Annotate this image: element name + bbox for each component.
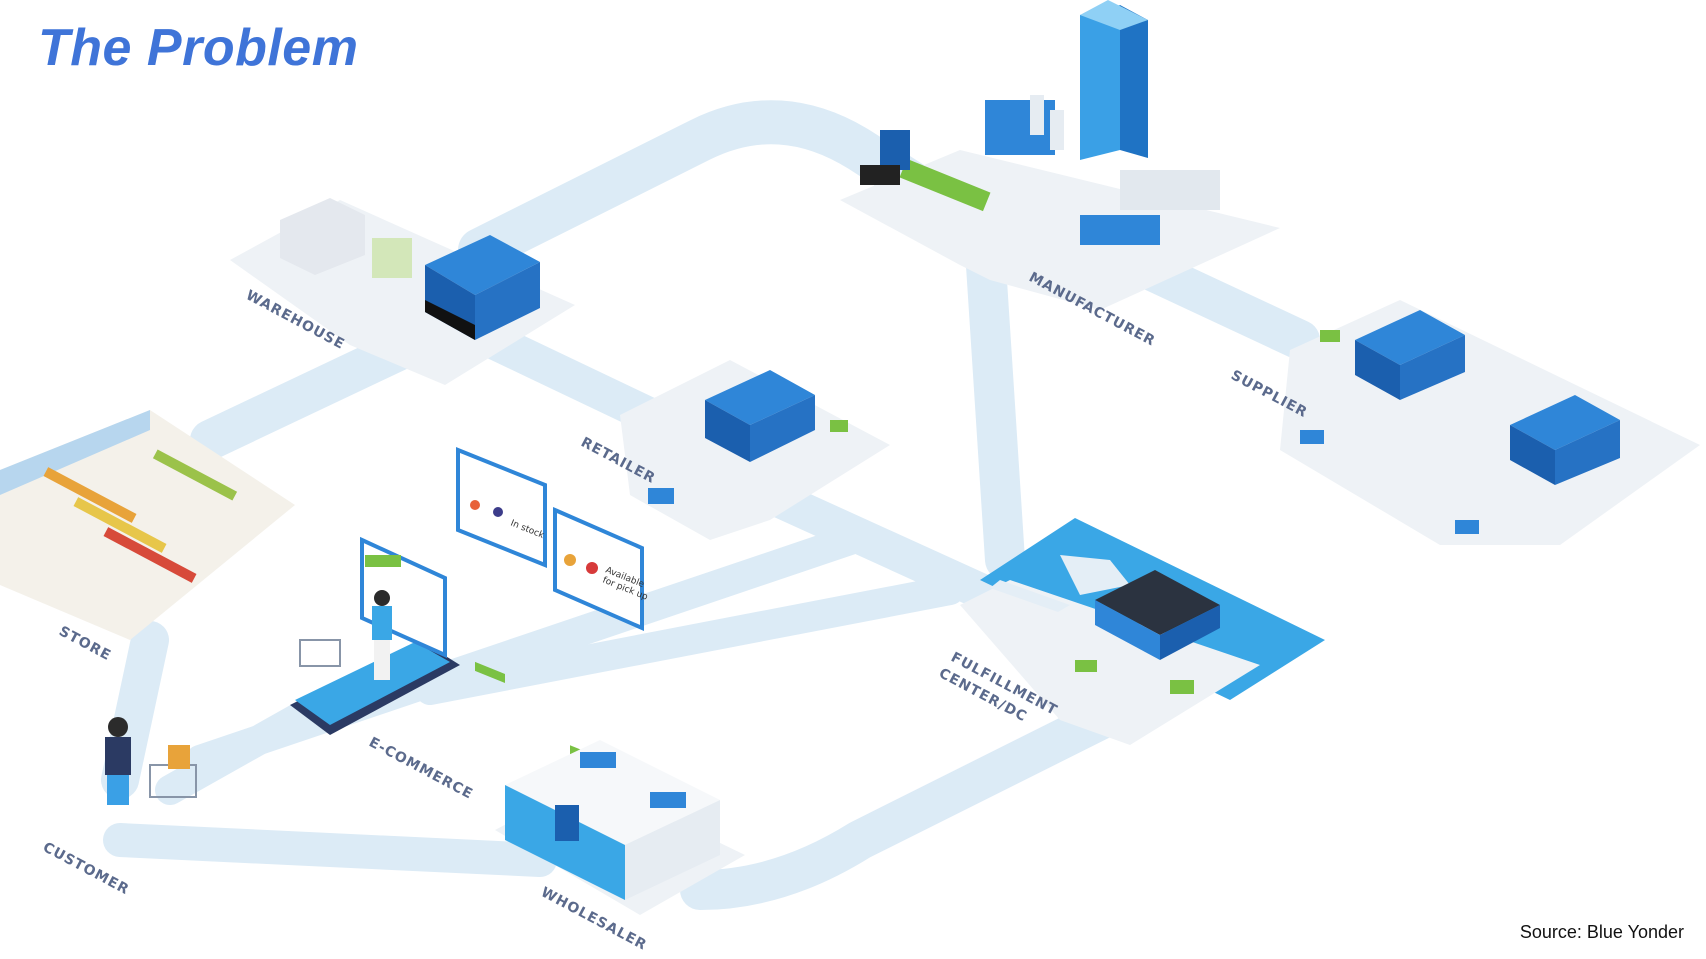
pickup-panel [553, 506, 644, 632]
path-warehouse-manufacturer [458, 100, 1022, 272]
warehouse-building-roof [425, 235, 540, 295]
path-ecommerce-fulfillment [415, 575, 965, 705]
manufacturer-chimney-2 [1050, 110, 1064, 150]
manufacturer-factory [985, 100, 1055, 155]
in-stock-item-icon-1 [470, 500, 480, 510]
supplier-building-1-roof [1355, 310, 1465, 365]
path-wholesaler-fulfillment [680, 690, 1140, 910]
supplier-building-2-front [1555, 420, 1620, 485]
wholesaler-roof-unit-2 [650, 792, 686, 808]
store-label: STORE [56, 623, 114, 664]
warehouse-crates [372, 238, 412, 278]
fulfillment-truck-1 [1170, 680, 1194, 694]
ecommerce-display-header [365, 555, 401, 567]
customer-body [105, 737, 131, 775]
in-stock-header [475, 661, 505, 684]
supplier-truck-2 [1455, 520, 1479, 534]
source-note: Source: Blue Yonder [1519, 922, 1684, 942]
store-shelf-2 [73, 497, 167, 553]
ecommerce-shopper-legs [374, 640, 390, 680]
fulfillment-warehouse-side [1160, 605, 1220, 660]
ecommerce-phone-screen [295, 642, 450, 725]
manufacturer-machine [860, 165, 900, 185]
manufacturer-tower-front [1080, 5, 1120, 160]
ecommerce-shopper-body [372, 606, 392, 640]
wholesaler-building-side [625, 800, 720, 900]
wholesaler-roof-unit-1 [580, 752, 616, 768]
path-manufacturer-supplier [1130, 250, 1320, 360]
path-manufacturer-fulfillment [965, 230, 1025, 580]
customer-cart-items [168, 745, 190, 769]
retailer-truck-2 [830, 420, 848, 432]
store-shelf-1 [43, 467, 137, 523]
path-warehouse-store [190, 330, 420, 460]
supplier-platform [1280, 300, 1700, 545]
fulfillment-plane [990, 580, 1070, 612]
store-wall-back [0, 410, 150, 495]
ecommerce-node: E-COMMERCE [290, 536, 476, 803]
wholesaler-building-roof [505, 740, 720, 845]
ecommerce-cart [299, 639, 341, 667]
fulfillment-platform [960, 580, 1260, 745]
warehouse-small-building [280, 198, 365, 275]
retailer-building-front [750, 395, 815, 462]
manufacturer-chimney-1 [1030, 95, 1044, 135]
manufacturer-line [1120, 170, 1220, 210]
ecommerce-shopper-head [374, 590, 390, 606]
manufacturer-conveyor [899, 158, 991, 212]
wholesaler-node: WHOLESALER [495, 740, 745, 954]
fulfillment-warehouse-roof [1095, 570, 1220, 635]
fulfillment-warehouse-front [1095, 600, 1160, 660]
fulfillment-truck-2 [1075, 660, 1097, 672]
customer-skirt [107, 775, 129, 805]
wholesaler-sign [555, 805, 579, 841]
supplier-truck-3 [1320, 330, 1340, 342]
manufacturer-tower-side [1120, 5, 1148, 158]
manufacturer-tower-top [1080, 0, 1148, 30]
fulfillment-ship [1060, 555, 1130, 595]
customer-node: CUSTOMER [40, 717, 197, 898]
customer-head [108, 717, 128, 737]
warehouse-dock [425, 300, 475, 340]
supplier-building-1-front [1400, 335, 1465, 400]
manufacturer-machines [1080, 215, 1160, 245]
supplier-building-2-body [1510, 425, 1555, 485]
manufacturer-robot-arm [880, 130, 910, 170]
supplier-building-1-body [1355, 340, 1400, 400]
retailer-building-side [705, 400, 750, 462]
pickup-item-icon-1 [564, 554, 576, 566]
supplier-truck-1 [1300, 430, 1324, 444]
warehouse-building-front [475, 262, 540, 340]
fulfillment-node: FULFILLMENT CENTER/DC [936, 518, 1325, 745]
page-title: The Problem [38, 19, 359, 77]
retailer-truck-1 [648, 488, 674, 504]
in-stock-item-icon-2 [493, 507, 503, 517]
store-shelf-4 [152, 449, 238, 501]
warehouse-node: WAREHOUSE [230, 198, 575, 385]
store-floor [0, 410, 295, 640]
in-stock-panel [456, 447, 547, 568]
pickup-item-icon-2 [586, 562, 598, 574]
supplier-building-2-roof [1510, 395, 1620, 450]
store-shelf-3 [103, 527, 197, 583]
ecommerce-label: E-COMMERCE [366, 734, 476, 802]
path-customer-wholesaler [103, 823, 557, 877]
wholesaler-building-front [505, 785, 625, 900]
app-screen-in-stock: In stock [456, 447, 547, 684]
retailer-building-roof [705, 370, 815, 425]
